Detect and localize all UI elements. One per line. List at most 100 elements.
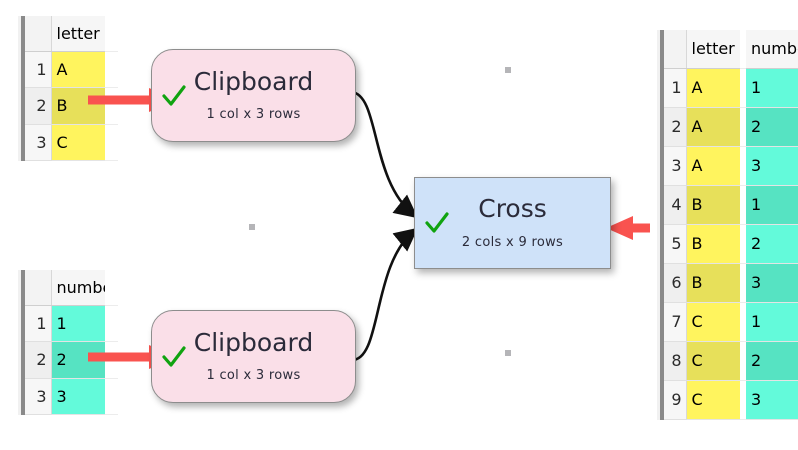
corner-header bbox=[664, 30, 687, 69]
cell-number[interactable]: 2 bbox=[51, 341, 105, 379]
table-row[interactable]: 2 2 bbox=[25, 341, 118, 379]
table-row[interactable]: 3 A 3 bbox=[664, 146, 798, 186]
cell-number[interactable]: 3 bbox=[746, 263, 798, 303]
row-number[interactable]: 3 bbox=[664, 146, 687, 186]
row-number[interactable]: 8 bbox=[664, 341, 687, 381]
spacer-cell bbox=[105, 87, 118, 125]
table-row[interactable]: 1 A bbox=[25, 51, 118, 89]
table-row[interactable]: 7 C 1 bbox=[664, 302, 798, 342]
cell-letter[interactable]: A bbox=[686, 107, 740, 147]
check-icon bbox=[162, 84, 186, 106]
column-header-number[interactable]: number bbox=[51, 270, 105, 306]
spacer-cell bbox=[105, 378, 118, 416]
row-number[interactable]: 6 bbox=[664, 263, 687, 303]
letter-input-table[interactable]: letter 1 A 2 B 3 C bbox=[18, 16, 118, 162]
table-row[interactable]: 3 3 bbox=[25, 378, 118, 416]
cell-number[interactable]: 1 bbox=[746, 185, 798, 225]
row-number[interactable]: 3 bbox=[25, 378, 52, 416]
spacer-cell bbox=[740, 224, 746, 264]
row-number[interactable]: 1 bbox=[25, 51, 52, 89]
row-number[interactable]: 9 bbox=[664, 380, 687, 421]
table-body: letter 1 A 2 B 3 C bbox=[25, 16, 118, 162]
column-header-letter[interactable]: letter bbox=[51, 16, 105, 52]
row-number[interactable]: 1 bbox=[25, 305, 52, 343]
link-clipboard-top-to-cross bbox=[351, 90, 419, 219]
table-body: number 1 1 2 2 3 3 bbox=[25, 270, 118, 416]
table-header-row: letter number bbox=[664, 30, 798, 69]
table-row[interactable]: 5 B 2 bbox=[664, 224, 798, 264]
row-number[interactable]: 2 bbox=[25, 341, 52, 379]
table-row[interactable]: 6 B 3 bbox=[664, 263, 798, 303]
node-title: Cross bbox=[478, 194, 547, 224]
cell-letter[interactable]: B bbox=[686, 263, 740, 303]
row-number[interactable]: 2 bbox=[664, 107, 687, 147]
node-cross[interactable]: Cross 2 cols x 9 rows bbox=[414, 177, 611, 269]
row-number[interactable]: 7 bbox=[664, 302, 687, 342]
row-number[interactable]: 1 bbox=[664, 68, 687, 108]
red-arrow-from-cross-output bbox=[606, 216, 650, 240]
table-row[interactable]: 4 B 1 bbox=[664, 185, 798, 225]
cell-letter[interactable]: A bbox=[686, 146, 740, 186]
node-title: Clipboard bbox=[193, 327, 314, 357]
table-row[interactable]: 1 1 bbox=[25, 305, 118, 343]
row-number[interactable]: 3 bbox=[25, 124, 52, 162]
node-subtitle: 1 col x 3 rows bbox=[206, 368, 301, 384]
spacer-cell bbox=[105, 16, 118, 52]
cell-letter[interactable]: C bbox=[51, 124, 105, 162]
cross-output-table[interactable]: letter number 1 A 1 2 A 2 3 bbox=[657, 30, 798, 421]
cell-letter[interactable]: A bbox=[686, 68, 740, 108]
node-title: Clipboard bbox=[193, 66, 314, 96]
row-number[interactable]: 4 bbox=[664, 185, 687, 225]
spacer-cell bbox=[740, 146, 746, 186]
table-scrollbar[interactable] bbox=[18, 16, 25, 161]
cell-number[interactable]: 2 bbox=[746, 341, 798, 381]
spacer-cell bbox=[740, 68, 746, 108]
cell-letter[interactable]: C bbox=[686, 302, 740, 342]
table-row[interactable]: 3 C bbox=[25, 124, 118, 162]
spacer-cell bbox=[740, 30, 746, 69]
cell-letter[interactable]: C bbox=[686, 341, 740, 381]
row-number[interactable]: 2 bbox=[25, 87, 52, 125]
node-subtitle: 1 col x 3 rows bbox=[206, 107, 301, 123]
cell-letter[interactable]: C bbox=[686, 380, 740, 421]
table-header-row: number bbox=[25, 270, 118, 306]
table-row[interactable]: 9 C 3 bbox=[664, 380, 798, 421]
grid-dot bbox=[249, 224, 255, 230]
row-number[interactable]: 5 bbox=[664, 224, 687, 264]
spacer-cell bbox=[740, 341, 746, 381]
link-clipboard-bottom-to-cross bbox=[351, 227, 419, 362]
table-scrollbar[interactable] bbox=[18, 270, 25, 415]
table-row[interactable]: 8 C 2 bbox=[664, 341, 798, 381]
node-clipboard-bottom[interactable]: Clipboard 1 col x 3 rows bbox=[151, 310, 356, 403]
column-header-number[interactable]: number bbox=[746, 30, 798, 69]
table-scrollbar[interactable] bbox=[657, 30, 664, 420]
number-input-table[interactable]: number 1 1 2 2 3 3 bbox=[18, 270, 118, 416]
corner-header bbox=[25, 16, 52, 52]
cell-number[interactable]: 1 bbox=[746, 68, 798, 108]
table-row[interactable]: 1 A 1 bbox=[664, 68, 798, 108]
cell-number[interactable]: 1 bbox=[746, 302, 798, 342]
cell-number[interactable]: 2 bbox=[746, 107, 798, 147]
table-row[interactable]: 2 A 2 bbox=[664, 107, 798, 147]
spacer-cell bbox=[740, 380, 746, 421]
cell-letter[interactable]: B bbox=[686, 224, 740, 264]
cell-number[interactable]: 3 bbox=[746, 146, 798, 186]
node-subtitle: 2 cols x 9 rows bbox=[461, 234, 564, 250]
cell-letter[interactable]: B bbox=[51, 87, 105, 125]
grid-dot bbox=[505, 350, 511, 356]
spacer-cell bbox=[105, 341, 118, 379]
cell-number[interactable]: 1 bbox=[51, 305, 105, 343]
table-header-row: letter bbox=[25, 16, 118, 52]
table-row[interactable]: 2 B bbox=[25, 87, 118, 125]
cell-letter[interactable]: B bbox=[686, 185, 740, 225]
corner-header bbox=[25, 270, 52, 306]
cell-number[interactable]: 3 bbox=[51, 378, 105, 416]
cell-number[interactable]: 2 bbox=[746, 224, 798, 264]
cell-letter[interactable]: A bbox=[51, 51, 105, 89]
cell-number[interactable]: 3 bbox=[746, 380, 798, 421]
spacer-cell bbox=[105, 124, 118, 162]
spacer-cell bbox=[105, 270, 118, 306]
node-clipboard-top[interactable]: Clipboard 1 col x 3 rows bbox=[151, 49, 356, 142]
column-header-letter[interactable]: letter bbox=[686, 30, 740, 69]
